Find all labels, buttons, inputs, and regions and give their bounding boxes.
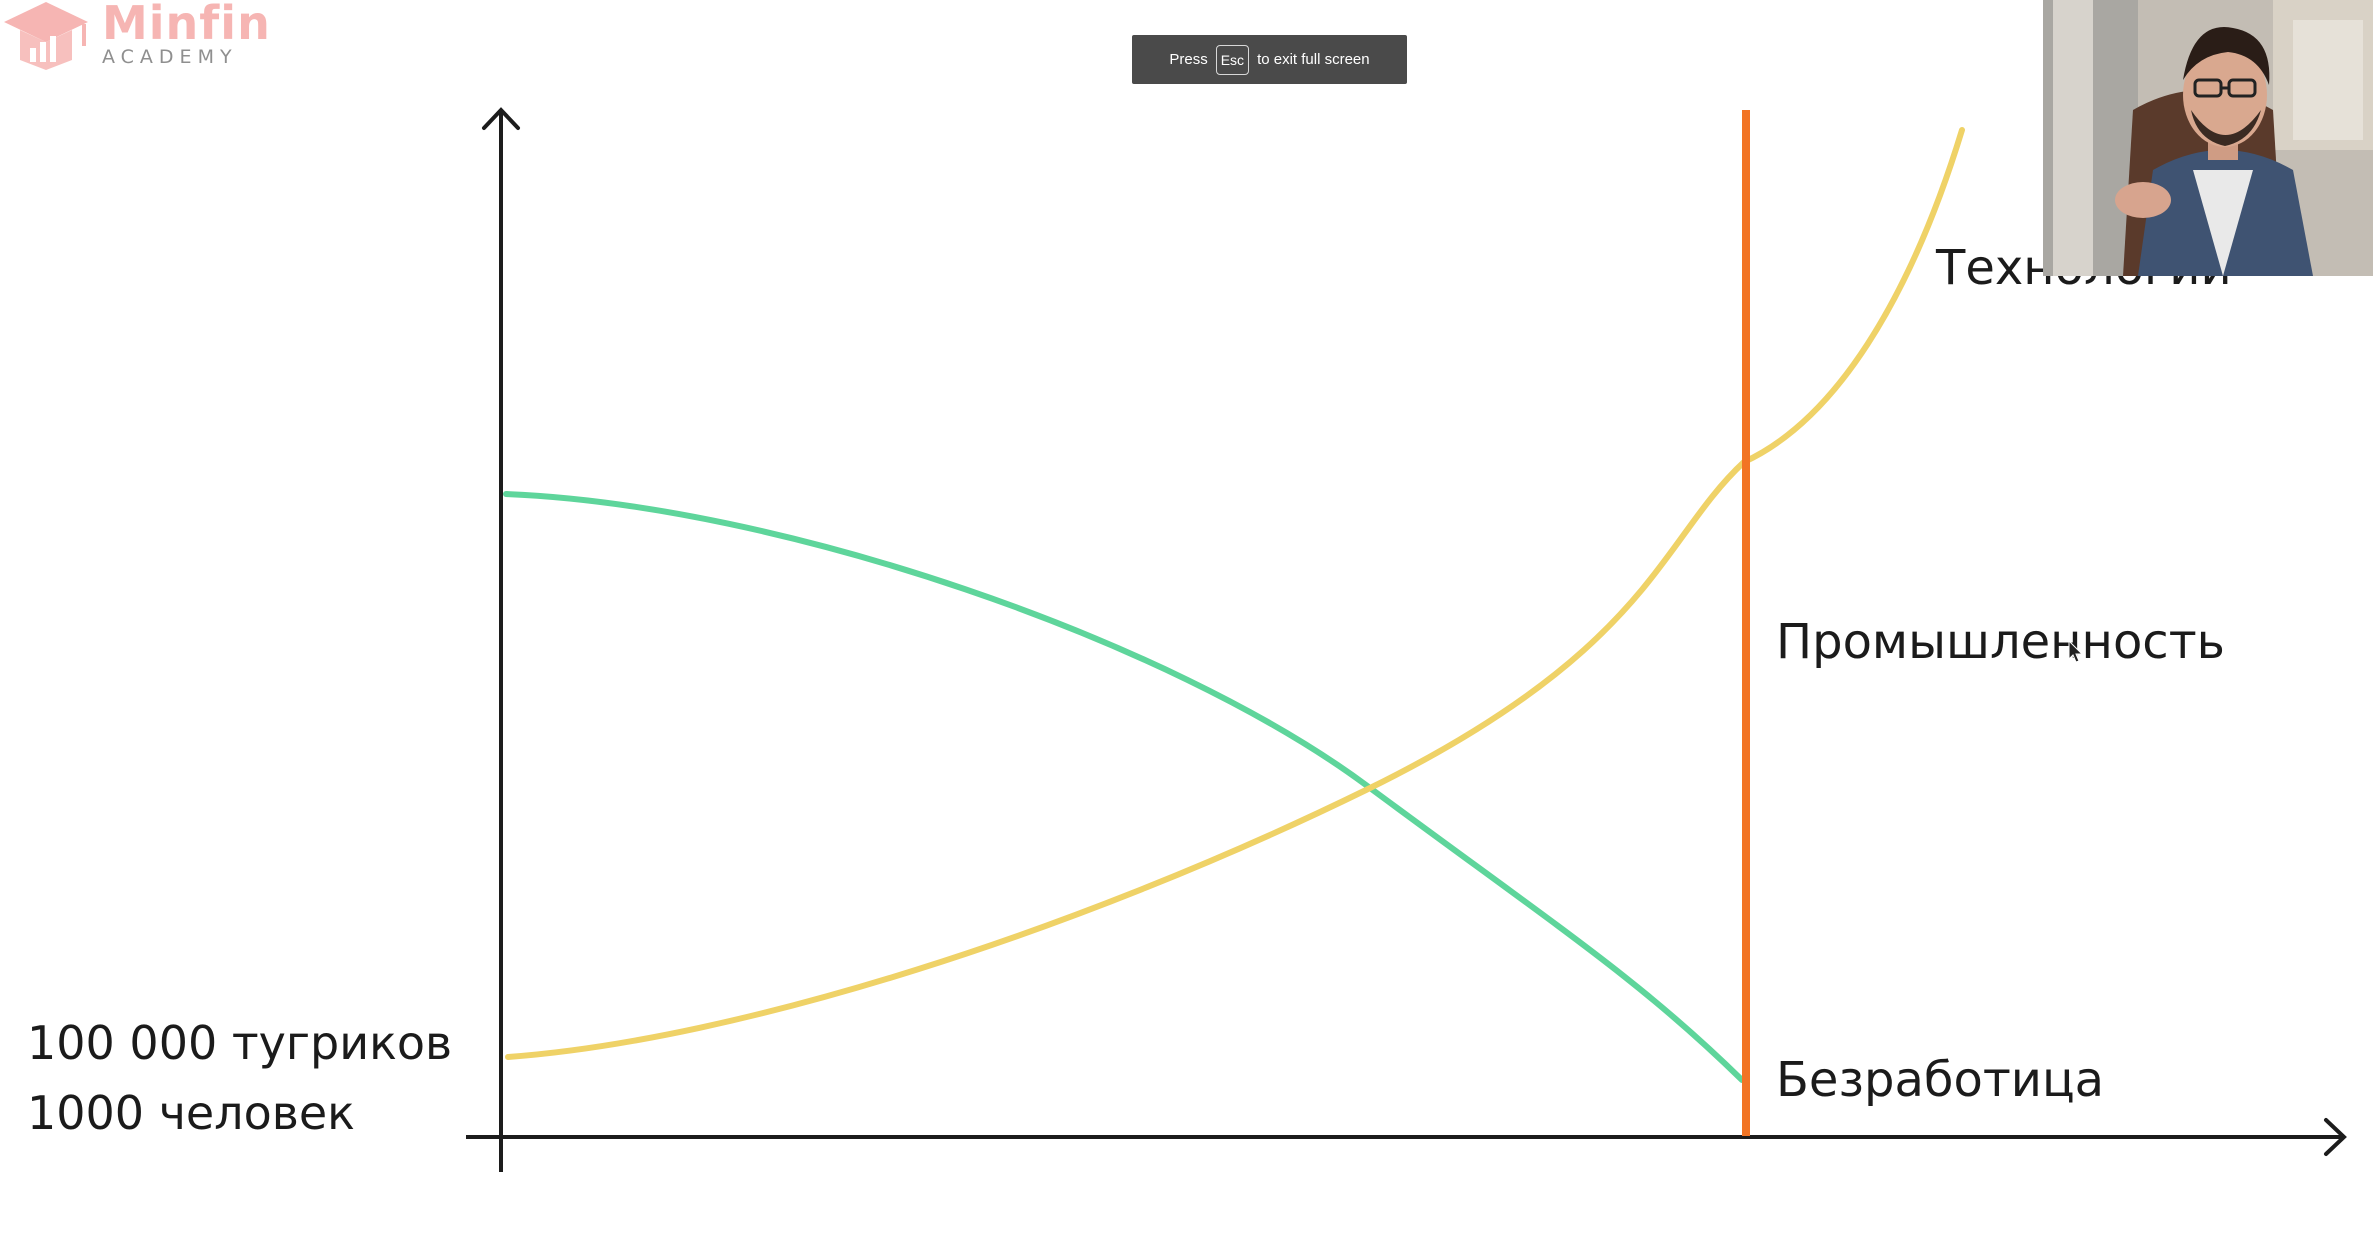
label-industry: Промышленность — [1776, 614, 2225, 670]
presenter-video-icon — [2043, 0, 2373, 276]
presenter-webcam — [2043, 0, 2373, 276]
fullscreen-exit-notice: Press Esc to exit full screen — [1132, 35, 1407, 84]
fullscreen-suffix-text: to exit full screen — [1257, 51, 1370, 68]
graduation-cap-icon — [4, 2, 88, 70]
left-label-money: 100 000 тугриков — [27, 1016, 453, 1070]
logo-brand: Minfin — [102, 0, 271, 50]
minfin-academy-logo: Minfin ACADEMY — [0, 0, 270, 80]
fullscreen-press-text: Press — [1169, 51, 1208, 68]
x-axis-arrow — [2324, 1118, 2347, 1156]
y-axis-arrow — [482, 107, 520, 130]
green-curve — [503, 491, 1745, 1083]
logo-subtitle: ACADEMY — [102, 46, 238, 68]
esc-key-hint: Esc — [1215, 44, 1250, 75]
left-label-people: 1000 человек — [27, 1086, 355, 1140]
yellow-curve — [505, 127, 1965, 1060]
label-unemployment: Безработица — [1776, 1052, 2105, 1108]
mouse-cursor-icon — [2068, 640, 2084, 663]
